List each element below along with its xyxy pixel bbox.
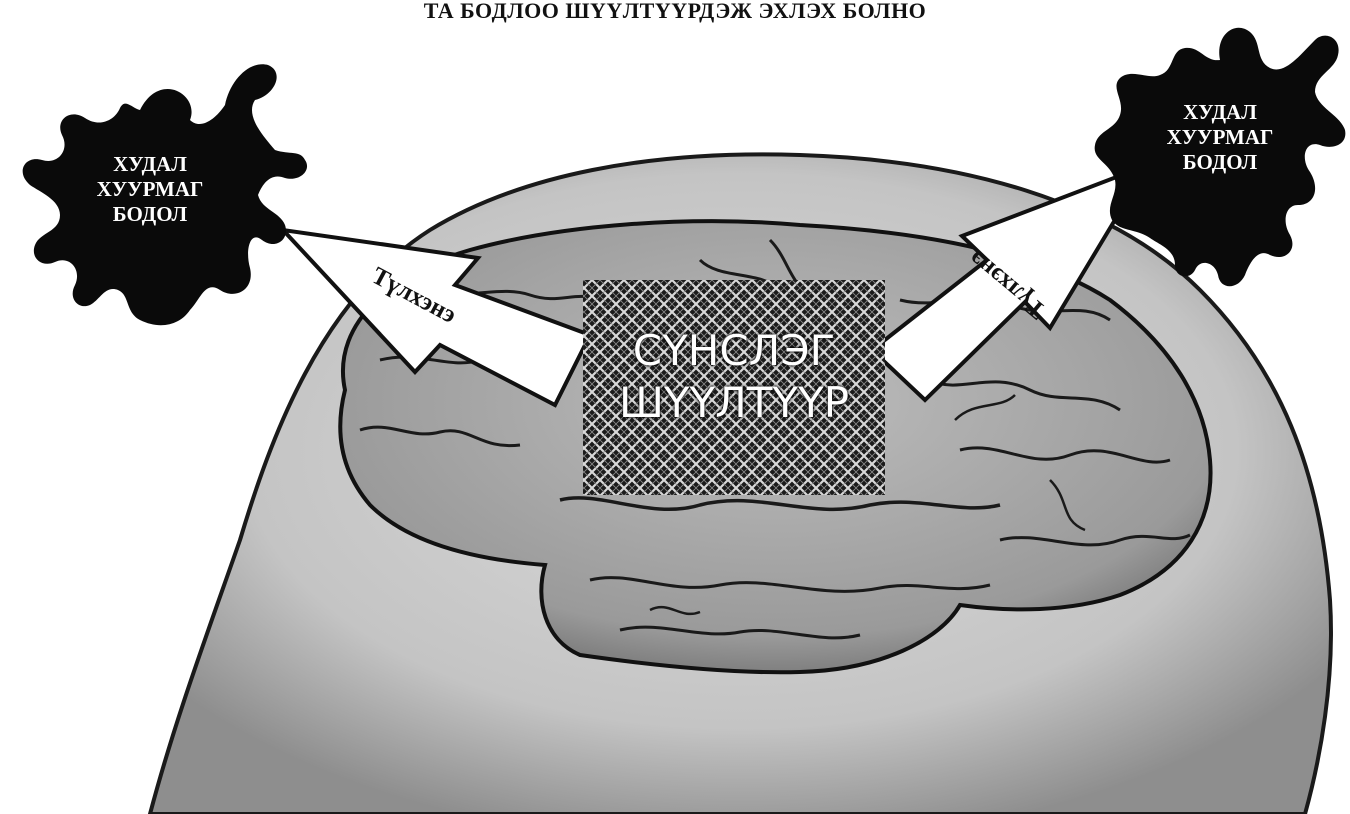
left-blob-line1: ХУДАЛ	[70, 152, 230, 177]
right-blob-line2: ХУУРМАГ	[1140, 125, 1300, 150]
page-title: ТА БОДЛОО ШҮҮЛТҮҮРДЭЖ ЭХЛЭХ БОЛНО	[0, 0, 1350, 24]
left-blob-line2: ХУУРМАГ	[70, 177, 230, 202]
spiritual-filter-label: СҮНСЛЭГ ШҮҮЛТҮҮР	[583, 325, 885, 429]
left-blob-line3: БОДОЛ	[70, 202, 230, 227]
filter-line1: СҮНСЛЭГ	[583, 325, 885, 377]
right-blob-line1: ХУДАЛ	[1140, 100, 1300, 125]
filter-line2: ШҮҮЛТҮҮР	[583, 377, 885, 429]
left-blob-label: ХУДАЛ ХУУРМАГ БОДОЛ	[70, 152, 230, 227]
right-blob-label: ХУДАЛ ХУУРМАГ БОДОЛ	[1140, 100, 1300, 175]
right-blob-line3: БОДОЛ	[1140, 150, 1300, 175]
